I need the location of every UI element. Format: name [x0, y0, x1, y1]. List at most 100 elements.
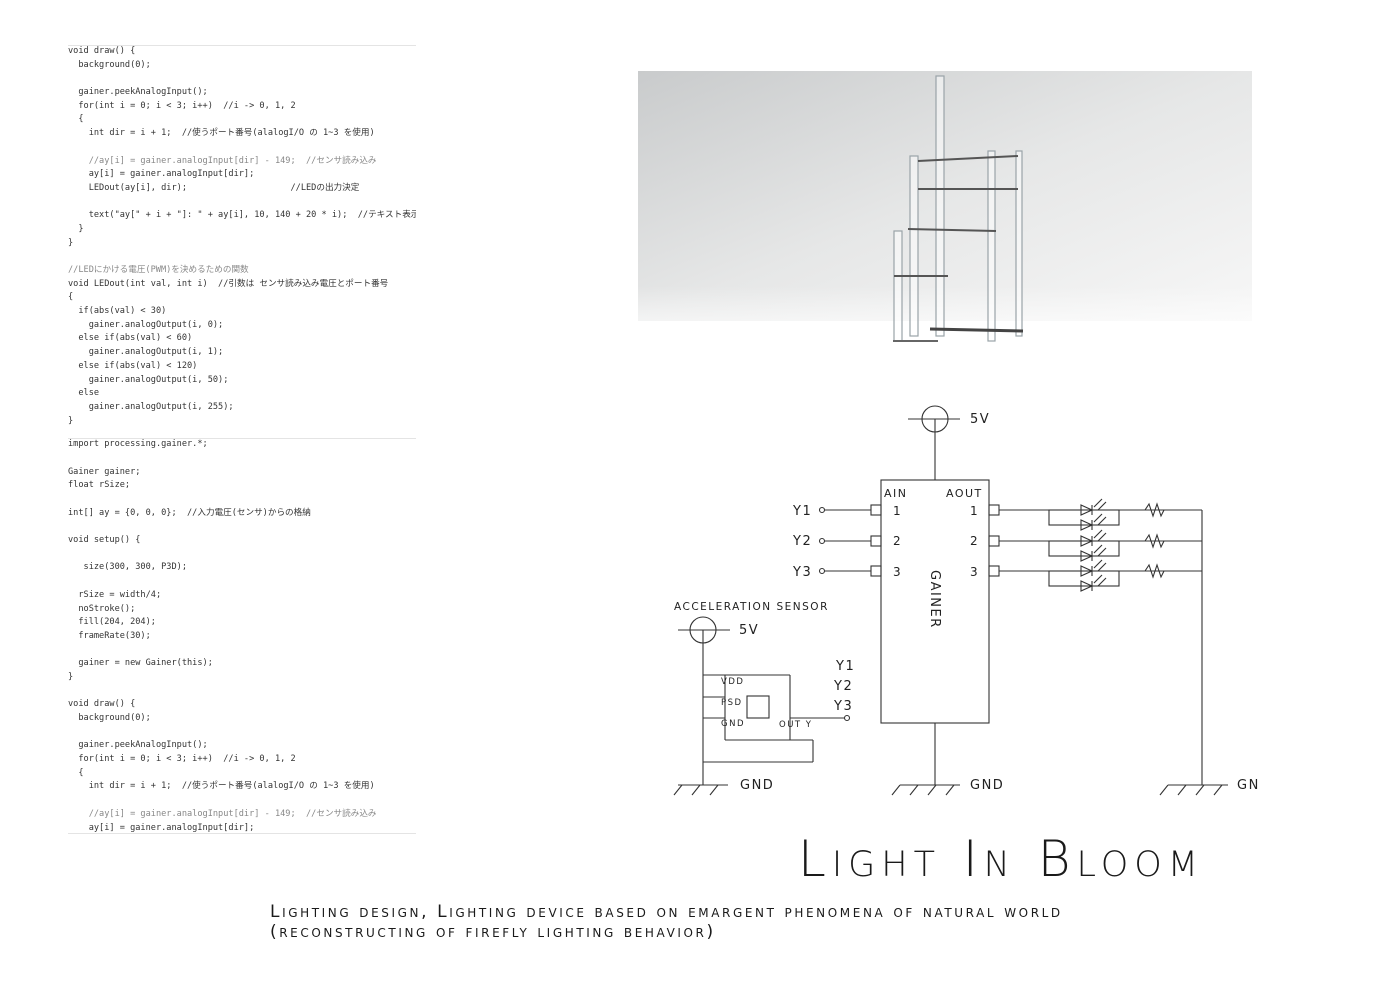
- sensor-5v-label: 5V: [739, 623, 759, 638]
- code-line: [68, 72, 416, 86]
- code-line: [68, 452, 416, 466]
- code-line: void draw() {: [68, 699, 136, 710]
- code-line: for(int i = 0; i < 3; i++) //i -> 0, 1, …: [68, 754, 296, 765]
- code-line: if(abs(val) < 30): [68, 306, 167, 317]
- code-divider: [68, 438, 416, 439]
- code-line: }: [68, 671, 74, 682]
- code-line: background(0);: [68, 59, 151, 70]
- chip-pin: [870, 565, 882, 577]
- code-line: noStroke();: [68, 603, 136, 614]
- gnd-label-leds: GND: [1237, 778, 1260, 793]
- code-line: float rSize;: [68, 480, 131, 491]
- sensor-psd: PSD: [721, 698, 743, 708]
- chip-pin: [988, 504, 1000, 516]
- chip-pin: [870, 535, 882, 547]
- code-line: gainer.peekAnalogInput();: [68, 87, 208, 98]
- gnd-label-chip: GND: [970, 778, 1004, 793]
- input-y2: Y2: [792, 534, 812, 549]
- led-icon: [1080, 519, 1094, 531]
- gnd-label-sensor: GND: [740, 778, 774, 793]
- chip-pin: [988, 565, 1000, 577]
- code-line: }: [68, 415, 74, 426]
- source-code-listing: void draw() { background(0); gainer.peek…: [68, 45, 416, 835]
- code-line: void LEDout(int val, int i) //引数は センサ読み込…: [68, 278, 389, 289]
- input-terminal: [818, 537, 826, 545]
- code-line: {: [68, 114, 84, 125]
- circuit-diagram: 5V AIN AOUT GAINER 1 2 3 1 2 3 Y1 Y2 Y3 …: [673, 405, 1260, 796]
- code-line: [68, 493, 416, 507]
- sensor-vdd: VDD: [721, 677, 744, 687]
- chip-pin: [870, 504, 882, 516]
- code-line: [68, 520, 416, 534]
- sensor-title: ACCELERATION SENSOR: [674, 601, 829, 613]
- code-line: int[] ay = {0, 0, 0}; //入力電圧(センサ)からの格納: [68, 507, 311, 518]
- sensor-out-y2: Y2: [833, 679, 853, 694]
- led-icon: [1080, 535, 1094, 547]
- code-line: void setup() {: [68, 535, 141, 546]
- code-line: [68, 685, 416, 699]
- code-line: int dir = i + 1; //使うポート番号(alalogI/O の 1…: [68, 781, 375, 792]
- sensor-gnd: GND: [721, 719, 745, 729]
- code-line: frameRate(30);: [68, 630, 151, 641]
- chip-pin: [988, 535, 1000, 547]
- code-line: [68, 794, 416, 808]
- aout-label: AOUT: [946, 487, 983, 500]
- subtitle-line-2: (reconstructing of firefly lighting beha…: [270, 922, 716, 942]
- sensor-out-y3: Y3: [833, 699, 853, 714]
- resistor-icon: [1144, 563, 1165, 579]
- code-line: Gainer gainer;: [68, 466, 141, 477]
- code-line: [68, 196, 416, 210]
- subtitle-line-1: Lighting design, Lighting device based o…: [270, 902, 1063, 922]
- code-line: size(300, 300, P3D);: [68, 562, 187, 573]
- code-line: //ay[i] = gainer.analogInput[dir] - 149;…: [68, 808, 377, 819]
- code-line: //LEDにかける電圧(PWM)を決めるための関数: [68, 265, 249, 275]
- code-top-rule: [68, 45, 416, 46]
- code-line: else if(abs(val) < 60): [68, 333, 193, 344]
- code-line: [68, 141, 416, 155]
- code-line: gainer.peekAnalogInput();: [68, 740, 208, 751]
- chip-label: GAINER: [927, 570, 942, 629]
- code-line: gainer.analogOutput(i, 255);: [68, 401, 234, 412]
- code-line: void draw() {: [68, 46, 136, 56]
- sensor-out: OUT Y: [779, 720, 813, 730]
- input-terminal: [818, 567, 826, 575]
- glass-sculpture: [893, 75, 1024, 342]
- code-line: {: [68, 767, 84, 778]
- code-line: {: [68, 292, 74, 303]
- code-line: for(int i = 0; i < 3; i++) //i -> 0, 1, …: [68, 100, 296, 111]
- code-line: [68, 548, 416, 562]
- code-line: ay[i] = gainer.analogInput[dir];: [68, 169, 255, 180]
- left-pin-3: 3: [893, 565, 902, 579]
- render-photo: [638, 71, 1252, 351]
- led-icon: [1080, 565, 1094, 577]
- input-terminal: [818, 506, 826, 514]
- sensor-out-y1: Y1: [835, 659, 855, 674]
- led-icon: [1080, 580, 1094, 592]
- code-bottom-rule: [68, 833, 416, 834]
- code-line: LEDout(ay[i], dir); //LEDの出力決定: [68, 182, 360, 193]
- code-line: else if(abs(val) < 120): [68, 360, 198, 371]
- code-line: //ay[i] = gainer.analogInput[dir] - 149;…: [68, 155, 377, 166]
- left-pin-2: 2: [893, 534, 902, 548]
- code-line: text("ay[" + i + "]: " + ay[i], 10, 140 …: [68, 210, 416, 221]
- code-line: import processing.gainer.*;: [68, 439, 208, 450]
- code-line: [68, 726, 416, 740]
- code-line: gainer = new Gainer(this);: [68, 658, 213, 669]
- code-line: [68, 250, 416, 264]
- code-line: }: [68, 237, 74, 248]
- code-line: else: [68, 388, 100, 399]
- code-line: gainer.analogOutput(i, 0);: [68, 319, 224, 330]
- right-pin-3: 3: [970, 565, 979, 579]
- supply-5v-label: 5V: [970, 412, 990, 427]
- project-title: Light In Bloom: [798, 830, 1204, 888]
- code-line: [68, 575, 416, 589]
- right-pin-1: 1: [970, 504, 979, 518]
- led-icon: [1080, 504, 1094, 516]
- code-line: rSize = width/4;: [68, 589, 162, 600]
- input-y3: Y3: [792, 565, 812, 580]
- code-line: }: [68, 223, 84, 234]
- led-icon: [1080, 550, 1094, 562]
- input-y1: Y1: [792, 504, 812, 519]
- right-pin-2: 2: [970, 534, 979, 548]
- code-line: gainer.analogOutput(i, 1);: [68, 347, 224, 358]
